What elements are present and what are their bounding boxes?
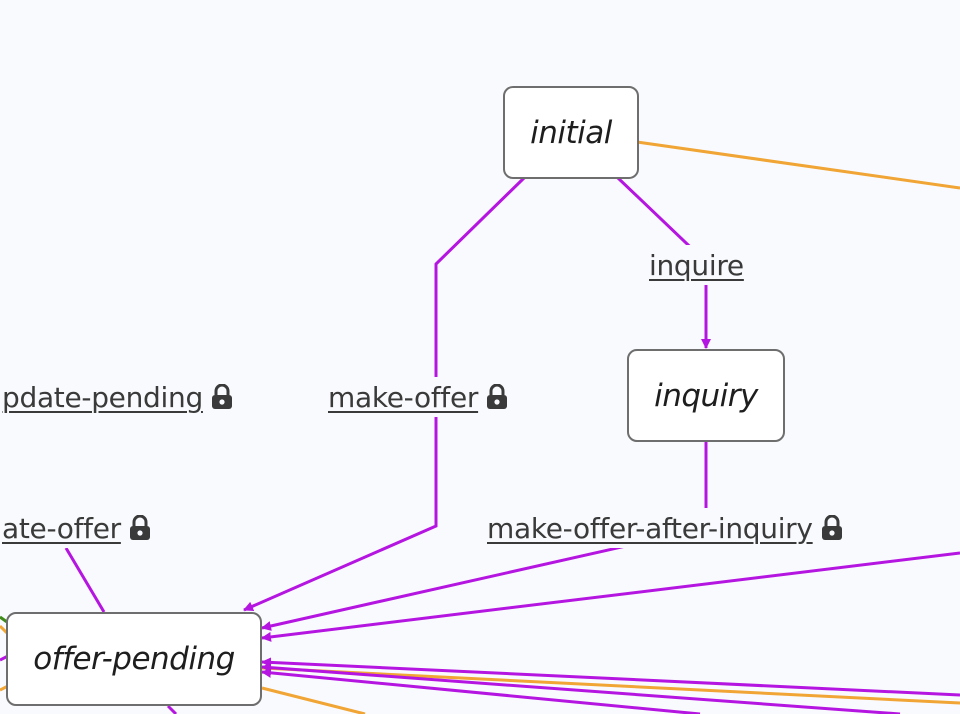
transition-update-pending[interactable]: pdate-pending <box>0 377 235 417</box>
edge-update-offer <box>64 547 106 613</box>
transition-make-offer-after-inquiry[interactable]: make-offer-after-inquiry <box>485 508 845 548</box>
edge-left-green <box>0 615 8 624</box>
edge-offscreen-4 <box>261 667 701 714</box>
transition-label-make-offer[interactable]: make-offer <box>328 380 479 414</box>
transition-make-offer[interactable]: make-offer <box>326 377 511 417</box>
transition-update-offer[interactable]: ate-offer <box>0 508 153 548</box>
transition-label-update-pending[interactable]: pdate-pending <box>2 380 203 414</box>
lock-icon <box>211 384 232 409</box>
state-node-inquiry[interactable]: inquiry <box>627 349 785 442</box>
edge-initial-offscreen <box>636 140 960 190</box>
state-label-inquiry: inquiry <box>654 377 758 414</box>
lock-icon <box>129 515 150 540</box>
edge-offer-pending-orange-1 <box>261 666 960 705</box>
state-label-initial: initial <box>530 114 612 151</box>
lock-icon <box>821 515 842 540</box>
lock-icon <box>487 384 508 409</box>
transition-inquire[interactable]: inquire <box>647 245 746 285</box>
edge-offscreen-3 <box>261 662 901 714</box>
edge-offscreen-1 <box>261 551 960 642</box>
transition-label-inquire[interactable]: inquire <box>649 248 744 282</box>
state-node-offer-pending[interactable]: offer-pending <box>6 612 262 706</box>
transition-label-update-offer[interactable]: ate-offer <box>2 511 121 545</box>
state-node-initial[interactable]: initial <box>503 86 639 179</box>
state-label-offer-pending: offer-pending <box>33 641 235 677</box>
edge-offscreen-2 <box>261 657 960 697</box>
edge-offer-pending-orange-2 <box>261 686 366 714</box>
edge-offer-pending-down <box>166 704 178 714</box>
transition-label-make-offer-after-inquiry[interactable]: make-offer-after-inquiry <box>487 511 813 545</box>
